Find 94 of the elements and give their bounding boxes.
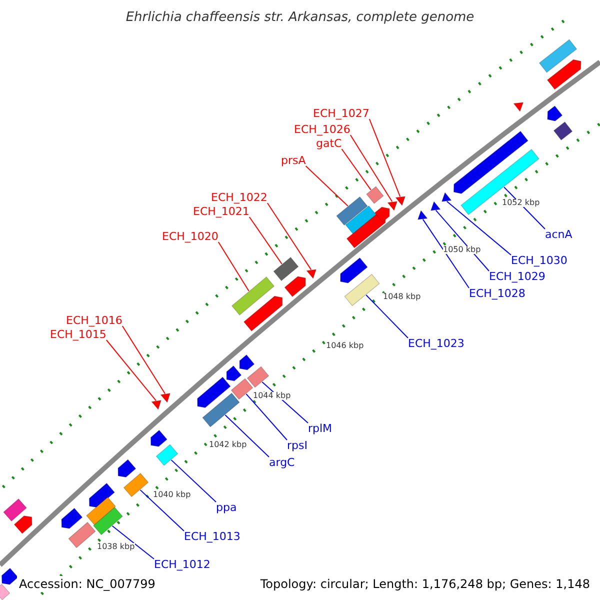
tick-label: 1040 kbp xyxy=(153,491,191,499)
gene-marker xyxy=(387,201,398,212)
tick-label: 1042 kbp xyxy=(209,441,247,449)
leader-line xyxy=(248,216,282,264)
leader-line xyxy=(218,242,250,292)
gene-marker xyxy=(417,210,428,220)
gene-label: ECH_1020 xyxy=(162,231,218,242)
gene-feature xyxy=(366,186,384,204)
gene-feature xyxy=(243,296,283,332)
gene-label: ppa xyxy=(216,502,237,513)
gene-label: gatC xyxy=(316,138,342,149)
gene-label: acnA xyxy=(545,229,572,240)
gene-feature xyxy=(546,59,582,90)
tick-label: 1038 kbp xyxy=(97,543,135,551)
gene-feature xyxy=(14,516,32,534)
gene-feature xyxy=(93,506,123,536)
gene-feature xyxy=(346,212,386,248)
gene-marker xyxy=(306,269,317,279)
leader-line xyxy=(422,218,470,288)
leader-line xyxy=(112,525,154,560)
gene-feature xyxy=(336,196,368,226)
gene-feature xyxy=(1,568,18,585)
leader-line xyxy=(140,489,184,532)
tick-label: 1048 kbp xyxy=(383,293,421,301)
leader-line xyxy=(350,134,393,202)
gene-label: ECH_1023 xyxy=(408,338,464,349)
gene-marker xyxy=(441,192,452,202)
leader-line xyxy=(305,166,348,206)
leader-line xyxy=(435,210,490,272)
gene-feature xyxy=(88,482,115,508)
gene-feature xyxy=(547,106,563,122)
leader-line xyxy=(224,414,270,458)
gene-feature xyxy=(0,584,10,600)
gene-label: argC xyxy=(269,457,295,468)
gene-marker xyxy=(513,102,524,112)
gene-feature xyxy=(61,508,83,529)
gene-label: ECH_1026 xyxy=(294,124,350,135)
gene-feature xyxy=(231,276,275,316)
gene-marker xyxy=(395,196,406,206)
gene-feature xyxy=(118,459,136,478)
leader-line xyxy=(266,202,312,270)
gene-feature xyxy=(340,257,368,284)
tick-label: 1050 kbp xyxy=(443,246,481,254)
gene-feature xyxy=(273,256,299,282)
gene-feature xyxy=(239,354,255,370)
gene-label: ECH_1022 xyxy=(211,192,268,203)
gene-label: ECH_1012 xyxy=(154,559,210,570)
gene-feature xyxy=(226,365,242,382)
leader-line xyxy=(366,294,408,338)
tick-label: 1052 kbp xyxy=(502,199,540,207)
gene-feature xyxy=(453,130,528,194)
leader-line xyxy=(446,200,512,256)
gene-marker xyxy=(430,200,441,211)
leader-line xyxy=(122,326,166,394)
gene-feature xyxy=(202,392,240,428)
gene-feature xyxy=(246,366,270,388)
leader-line xyxy=(106,340,157,402)
gene-feature xyxy=(460,148,540,216)
gene-label: prsA xyxy=(281,155,306,166)
gene-label: ECH_1015 xyxy=(50,329,106,340)
gene-feature xyxy=(68,522,96,548)
leader-line xyxy=(170,459,216,502)
gene-feature xyxy=(197,376,231,408)
gene-label: ECH_1029 xyxy=(489,271,546,282)
gene-feature xyxy=(230,378,254,400)
gene-feature xyxy=(345,205,377,235)
gene-feature xyxy=(123,472,149,498)
gene-feature xyxy=(156,444,178,466)
title: Ehrlichia chaffeensis str. Arkansas, complete genome xyxy=(124,11,476,24)
gene-label: ECH_1016 xyxy=(66,315,122,326)
accession-text: Accession: NC_007799 xyxy=(17,576,158,592)
gene-label: ECH_1027 xyxy=(313,108,370,119)
tick-label: 1046 kbp xyxy=(326,342,364,350)
leader-line xyxy=(246,393,288,440)
gene-feature xyxy=(150,430,168,447)
gene-feature xyxy=(284,276,306,298)
gene-marker xyxy=(151,400,162,410)
gene-label: ECH_1030 xyxy=(511,255,568,266)
gene-feature xyxy=(538,39,578,73)
gene-feature xyxy=(344,274,380,306)
leader-line xyxy=(341,148,372,190)
genome-info-text: Topology: circular; Length: 1,176,248 bp; Genes: 1,148 xyxy=(258,576,592,592)
gene-label: rpsI xyxy=(287,440,308,451)
gene-feature xyxy=(374,206,390,222)
gene-feature xyxy=(3,498,27,522)
gene-label: ECH_1021 xyxy=(193,206,250,217)
gene-label: ECH_1028 xyxy=(469,288,526,299)
gene-feature xyxy=(86,496,116,526)
gene-marker xyxy=(160,393,170,403)
gene-label: ECH_1013 xyxy=(184,531,240,542)
leader-line xyxy=(368,118,401,198)
gene-label: rplM xyxy=(308,423,332,434)
tick-label: 1044 kbp xyxy=(253,392,291,400)
gene-feature xyxy=(553,122,573,140)
